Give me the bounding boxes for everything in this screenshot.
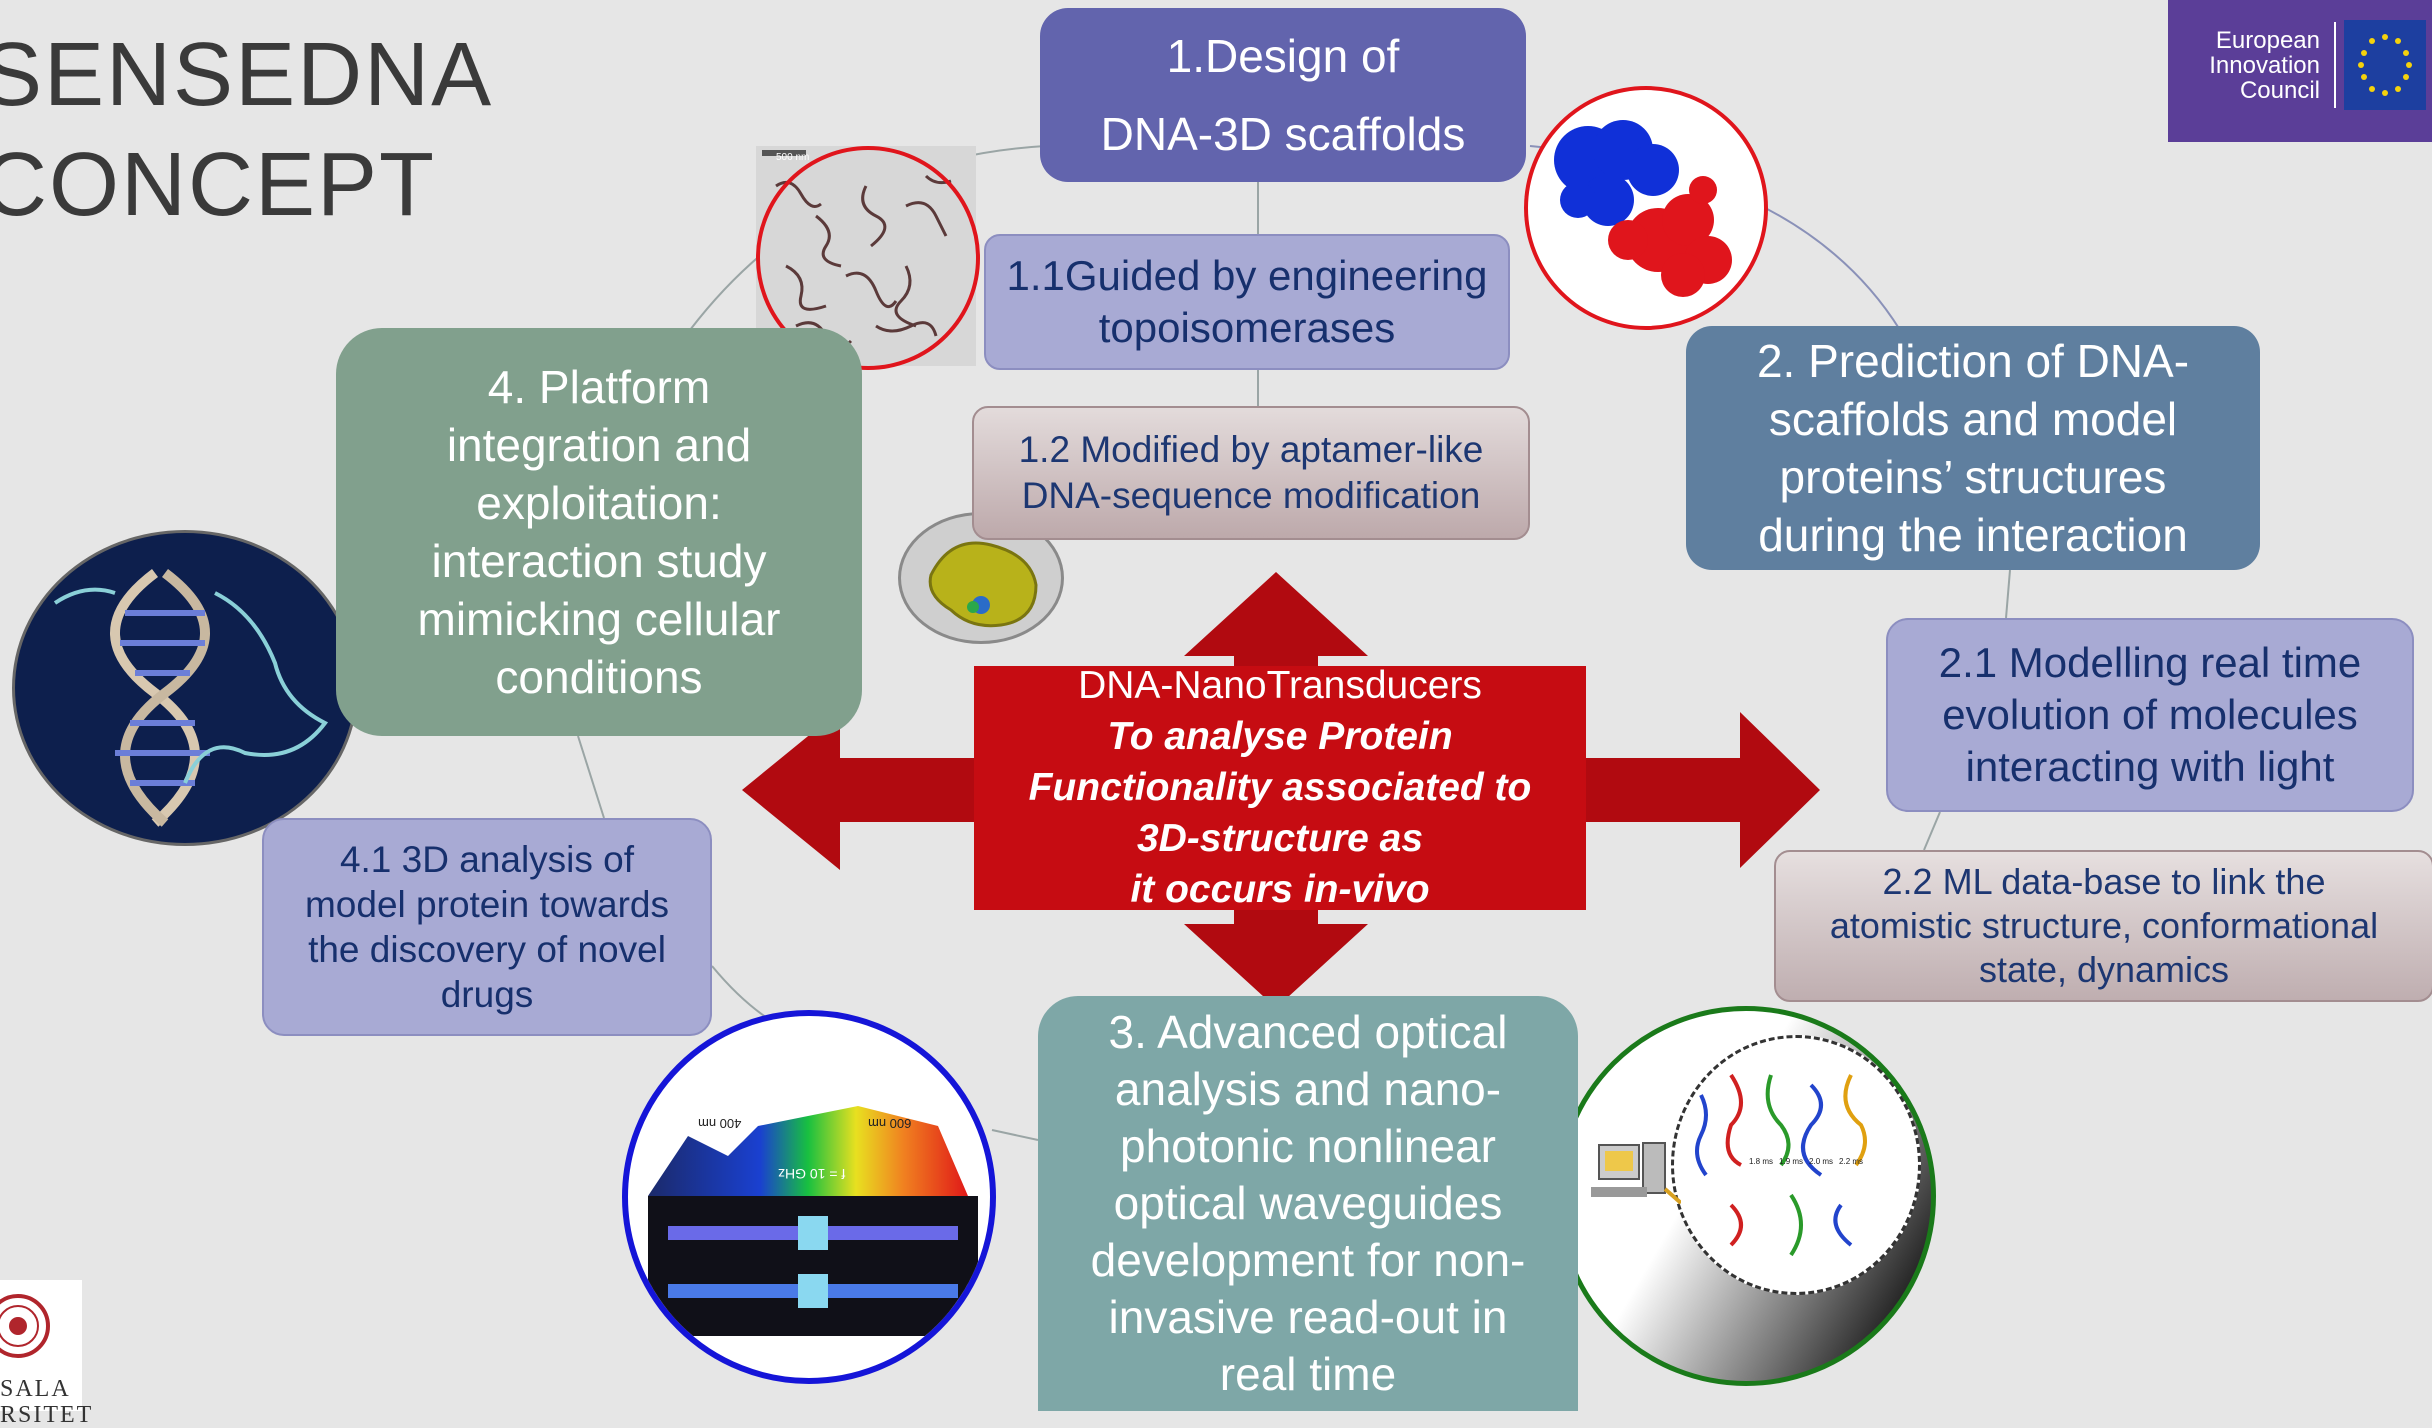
eic-logo-text: European Innovation Council xyxy=(2209,27,2320,104)
frames-zoom-circle xyxy=(1671,1035,1921,1295)
step-2-1-modelling-box: 2.1 Modelling real time evolution of mol… xyxy=(1886,618,2414,812)
step-2-2-ml-database-box: 2.2 ML data-base to link the atomistic s… xyxy=(1774,850,2432,1002)
spectrum-right-label: 600 nm xyxy=(868,1116,912,1131)
yellow-protein-icon xyxy=(928,541,1038,628)
arrow-right xyxy=(1586,712,1820,868)
page-title: SENSEDNA CONCEPT xyxy=(0,25,494,235)
step-4-1-3d-analysis-box: 4.1 3D analysis of model protein towards… xyxy=(262,818,712,1036)
cross-arrow xyxy=(742,572,1820,1008)
center-nanotransducers-box: DNA-NanoTransducers To analyse Protein F… xyxy=(974,664,1586,911)
arrow-up xyxy=(1184,572,1368,666)
spectrum-chart-icon xyxy=(648,1106,978,1336)
university-logo: SALA RSITET xyxy=(0,1280,91,1428)
protein-structure-image xyxy=(1524,86,1768,330)
step-3-optical-analysis-box: 3. Advanced optical analysis and nano- p… xyxy=(1038,996,1578,1411)
protein-complex-icon xyxy=(1554,120,1732,297)
step-1-1-topoisomerases-box: 1.1Guided by engineering topoisomerases xyxy=(984,234,1510,370)
dna-helix-icon xyxy=(53,569,329,827)
connector-box2-2 xyxy=(1923,811,1941,851)
connector-box4-1 xyxy=(577,735,605,819)
eic-logo-divider xyxy=(2334,22,2336,108)
center-line-3: 3D-structure as xyxy=(1136,817,1424,860)
spectrum-rate-label: f = 10 GHz xyxy=(778,1166,846,1182)
molecule-traces-icon xyxy=(1695,1073,1867,1257)
afm-scale-label: 500 nm xyxy=(776,152,810,163)
optical-spectrum-image: 400 nm 600 nm f = 10 GHz Dispersion xyxy=(622,1010,996,1384)
eu-flag-icon xyxy=(2344,20,2426,110)
spectrum-left-label: 400 nm xyxy=(698,1116,742,1131)
center-line-1: To analyse Protein xyxy=(1107,715,1453,758)
university-seal-icon xyxy=(0,1294,50,1358)
step-1-2-aptamer-box: 1.2 Modified by aptamer-like DNA-sequenc… xyxy=(972,406,1530,540)
step-1-design-box: 1.Design of DNA-3D scaffolds xyxy=(1040,8,1526,182)
eic-logo: European Innovation Council xyxy=(2168,0,2432,142)
computer-workstation-icon xyxy=(1591,1142,1681,1205)
afm-highlight-ring xyxy=(756,146,980,370)
frame-time-labels: 1.8 ms 1.9 ms 2.0 ms 2.2 ms xyxy=(1749,1157,1864,1166)
center-heading: DNA-NanoTransducers xyxy=(1078,664,1482,707)
arrow-left xyxy=(742,710,974,870)
spectrum-unit-label: Dispersion xyxy=(969,1066,982,1118)
cycle-connector-bottom-left xyxy=(711,965,771,1021)
center-line-4: it occurs in-vivo xyxy=(1130,868,1430,911)
single-molecule-frames-image: 1.8 ms 1.9 ms 2.0 ms 2.2 ms xyxy=(1556,1006,1936,1386)
arrow-down xyxy=(1184,910,1368,1008)
step-2-prediction-box: 2. Prediction of DNA- scaffolds and mode… xyxy=(1686,326,2260,570)
center-line-2: Functionality associated to xyxy=(1028,766,1532,809)
connector-spectrum-box3 xyxy=(991,1129,1039,1141)
connector-box2-1 xyxy=(2005,569,2011,619)
step-4-platform-box: 4. Platform integration and exploitation… xyxy=(336,328,862,736)
dna-protein-interaction-image xyxy=(12,530,358,846)
